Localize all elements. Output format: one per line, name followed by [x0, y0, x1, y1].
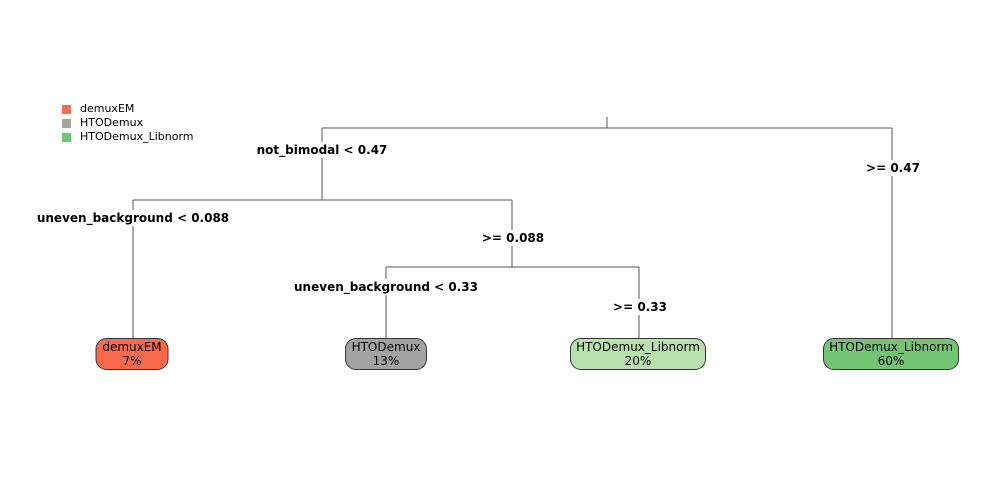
- legend-swatch-demuxem: [62, 104, 71, 114]
- split-label-ge-0088: >= 0.088: [478, 230, 548, 246]
- leaf-value: 20%: [624, 354, 652, 368]
- legend-swatch-htodemux-libnorm: [62, 132, 71, 142]
- leaf-node-demuxem: demuxEM 7%: [95, 338, 169, 370]
- leaf-node-htodemux-libnorm-60: HTODemux_Libnorm 60%: [823, 338, 959, 370]
- leaf-node-htodemux: HTODemux 13%: [345, 338, 427, 370]
- tree-edge-paths: [132, 117, 893, 338]
- leaf-name: HTODemux: [351, 340, 421, 354]
- legend: demuxEM HTODemux HTODemux_Libnorm: [62, 102, 194, 144]
- leaf-value: 13%: [372, 354, 400, 368]
- legend-item-demuxem: demuxEM: [62, 102, 194, 116]
- leaf-value: 7%: [122, 354, 142, 368]
- leaf-name: demuxEM: [102, 340, 162, 354]
- leaf-node-htodemux-libnorm-20: HTODemux_Libnorm 20%: [570, 338, 706, 370]
- split-label-uneven-background-lt-0088: uneven_background < 0.088: [33, 210, 233, 226]
- legend-label-htodemux: HTODemux: [80, 116, 144, 129]
- legend-swatch-htodemux: [62, 118, 71, 128]
- legend-label-demuxem: demuxEM: [80, 102, 135, 115]
- split-label-ge-033: >= 0.33: [610, 299, 670, 315]
- split-label-ge-047: >= 0.47: [863, 160, 923, 176]
- legend-label-htodemux-libnorm: HTODemux_Libnorm: [80, 130, 194, 143]
- leaf-name: HTODemux_Libnorm: [829, 340, 953, 354]
- legend-item-htodemux-libnorm: HTODemux_Libnorm: [62, 130, 194, 144]
- split-label-uneven-background-lt-033: uneven_background < 0.33: [291, 279, 481, 295]
- leaf-value: 60%: [877, 354, 905, 368]
- leaf-name: HTODemux_Libnorm: [576, 340, 700, 354]
- legend-item-htodemux: HTODemux: [62, 116, 194, 130]
- split-label-not-bimodal-lt-047: not_bimodal < 0.47: [253, 142, 391, 158]
